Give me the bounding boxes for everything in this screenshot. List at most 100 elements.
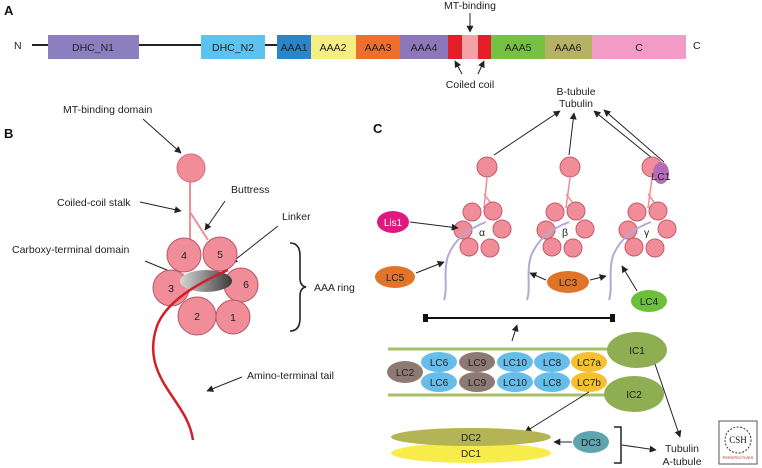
aaa-ring-brace [289, 242, 307, 332]
lc7a-shape [571, 352, 607, 372]
a-tubule-tubulin-label: Tubulin [665, 443, 699, 455]
lc8-top-label: LC8 [543, 358, 562, 369]
lc6-top-shape [421, 352, 457, 372]
docking-complex-bracket [614, 426, 622, 464]
ring-number-1: 1 [230, 312, 236, 324]
lc10-top-label: LC10 [503, 358, 527, 369]
carboxy-terminal-domain-label: Carboxy-terminal domain [12, 244, 129, 256]
beta-ring-domain [575, 219, 595, 239]
ic-to-a-tubule-arrow [654, 363, 682, 438]
c-terminus-label: C [693, 40, 701, 52]
ic2-shape [604, 376, 664, 412]
lc3-arrow-left [529, 272, 547, 281]
lc8-top-shape [534, 352, 570, 372]
beta-ring-domain [566, 201, 586, 221]
lc1-to-b-tubule-arrow [603, 109, 665, 163]
alpha-to-b-tubule-arrow [493, 110, 561, 156]
lc7b-shape [571, 372, 607, 392]
domain-dhc-n2 [201, 35, 265, 59]
dc3-shape [573, 431, 609, 453]
lc6-bottom-shape [421, 372, 457, 392]
domain-aaa1-label: AAA1 [281, 42, 308, 54]
lc6-top-label: LC6 [430, 358, 449, 369]
coiled-coil-arrow-left [454, 60, 463, 75]
aaa-ring-domain-1 [215, 299, 251, 335]
ic1-shape [607, 332, 667, 368]
alpha-ring-domain [459, 237, 479, 257]
lc-row-top: LC6 LC9 LC10 LC8 LC7a [421, 352, 607, 372]
aaa-ring-domain-4 [166, 237, 202, 273]
lc4-arrow [621, 265, 638, 292]
gamma-stalk [647, 177, 653, 209]
alpha-ring-domain [483, 201, 503, 221]
logo-text: CSH [729, 435, 747, 445]
dc3-label: DC3 [581, 438, 601, 449]
lc4-label: LC4 [640, 297, 659, 308]
mt-binding-domain-label: MT-binding domain [63, 104, 152, 116]
gamma-ring-domain [618, 220, 638, 240]
lc9-top-shape [459, 352, 495, 372]
lc-row-bottom: LC6 LC9 LC10 LC8 LC7b [421, 372, 607, 392]
gamma-ring-domain [648, 201, 668, 221]
aaa-ring-label: AAA ring [314, 282, 355, 294]
dc1-shape [391, 443, 551, 463]
domain-dhc-n1-label: DHC_N1 [72, 42, 114, 54]
coiled-coil-stalk-label: Coiled-coil stalk [57, 197, 131, 209]
heavy-chain-beta: β [526, 156, 595, 301]
aaa-ring-domain-5 [202, 236, 238, 272]
domain-dhc-n1 [48, 35, 139, 59]
mt-binding-domain-head [176, 153, 206, 183]
lc9-top-label: LC9 [468, 358, 487, 369]
buttress [189, 211, 209, 241]
alpha-mt-binding-head [476, 156, 498, 178]
domain-dhc-n2-label: DHC_N2 [212, 42, 254, 54]
lc5-shape [375, 266, 415, 288]
beta-tail [526, 221, 570, 301]
lc1-label: LC1 [651, 171, 670, 183]
alpha-ring-domain [462, 202, 482, 222]
alpha-ring-domain [480, 238, 500, 258]
beta-mt-binding-head [559, 156, 581, 178]
logo-subtext: PERSPECTIVES [723, 455, 754, 460]
coiled-coil-segment-1 [448, 35, 462, 59]
gamma-ring-domain [627, 202, 647, 222]
lc9-bottom-shape [459, 372, 495, 392]
beta-ring-domain [536, 220, 556, 240]
coiled-coil-stalk-arrow [139, 201, 182, 214]
dc2-label: DC2 [461, 433, 481, 444]
lc3-shape [547, 271, 589, 293]
lc3-arrow-right [589, 274, 607, 281]
gamma-tail [608, 221, 652, 301]
lc1-shape [653, 162, 669, 184]
panel-b-label: B [4, 126, 13, 141]
gamma-ring-domain [657, 219, 677, 239]
heavy-chain-gamma: LC1 γ [608, 156, 677, 301]
alpha-stalk [483, 177, 488, 209]
b-tubule-label: B-tubule [556, 86, 595, 98]
lc2-shape [387, 361, 423, 383]
lc7b-label: LC7b [577, 378, 601, 389]
gamma-ring-domain [624, 237, 644, 257]
bracket-end-right [610, 314, 615, 322]
logo-frame [718, 420, 758, 465]
domain-aaa4-label: AAA4 [411, 42, 438, 54]
amino-terminal-tail-arrow [206, 376, 243, 392]
lc5-label: LC5 [386, 273, 405, 284]
amino-terminal-tail [151, 268, 229, 441]
complex-to-bracket-arrow [511, 324, 519, 342]
coiled-coil-segment-2 [478, 35, 491, 59]
lc8-bottom-label: LC8 [543, 378, 562, 389]
mt-binding-label: MT-binding [444, 0, 496, 12]
alpha-label: α [479, 227, 485, 239]
domain-aaa1 [277, 35, 311, 59]
lc9-bottom-label: LC9 [468, 378, 487, 389]
buttress-arrow [204, 200, 226, 231]
domain-aaa2 [311, 35, 356, 59]
dc1-label: DC1 [461, 449, 481, 460]
beta-ring-domain [563, 238, 583, 258]
lc7b-to-dc-arrow [524, 391, 590, 433]
logo-ring [724, 426, 752, 454]
n-terminus-label: N [14, 40, 22, 52]
domain-aaa3 [356, 35, 400, 59]
